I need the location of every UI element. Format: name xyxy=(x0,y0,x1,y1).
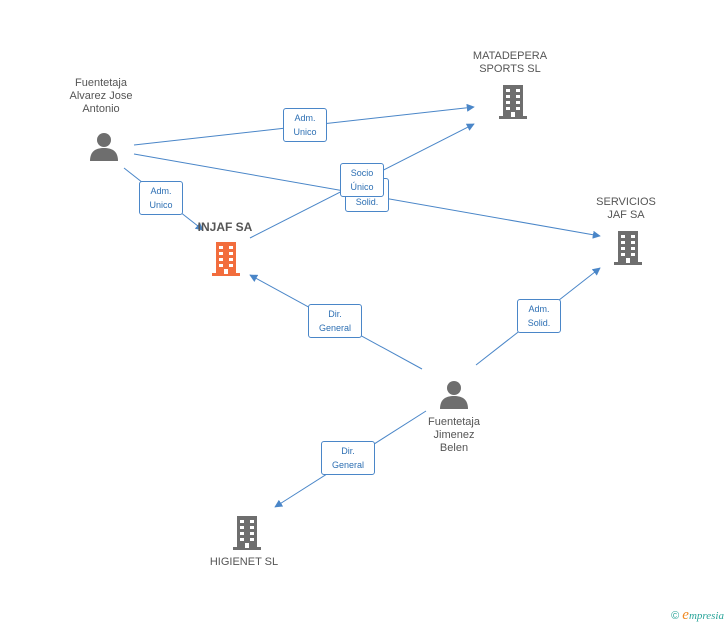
node-label-matadepera: MATADEPERA SPORTS SL xyxy=(472,50,548,75)
person-icon[interactable] xyxy=(89,131,119,161)
node-label-higienet: HIGIENET SL xyxy=(209,556,279,568)
building-icon[interactable] xyxy=(612,231,644,265)
building-icon[interactable] xyxy=(231,516,263,550)
copyright-symbol: © xyxy=(671,610,680,622)
building-icon[interactable] xyxy=(497,85,529,119)
node-label-fuentetaja-jimenez: Fuentetaja Jimenez Belen xyxy=(428,416,480,454)
node-label-injaf: INJAF SA xyxy=(197,220,253,234)
brand-e: e xyxy=(682,607,689,623)
building-icon-main[interactable] xyxy=(210,242,242,276)
person-icon[interactable] xyxy=(439,379,469,409)
edge-label-alvarez-injaf[interactable]: Adm. Unico xyxy=(139,181,183,215)
node-label-fuentetaja-alvarez: Fuentetaja Alvarez Jose Antonio xyxy=(69,77,133,115)
brand-rest: mpresia xyxy=(688,610,724,622)
edge-label-alvarez-matadepera[interactable]: Adm. Unico xyxy=(283,108,327,142)
edge-label-injaf-matadepera[interactable]: Socio Único xyxy=(340,163,384,197)
edge-label-jimenez-injaf[interactable]: Dir. General xyxy=(308,304,362,338)
empresia-watermark: © empresia xyxy=(671,607,724,624)
edge-label-jimenez-higienet[interactable]: Dir. General xyxy=(321,441,375,475)
node-label-servicios-jaf: SERVICIOS JAF SA xyxy=(596,196,656,221)
edge-label-jimenez-servicios[interactable]: Adm. Solid. xyxy=(517,299,561,333)
